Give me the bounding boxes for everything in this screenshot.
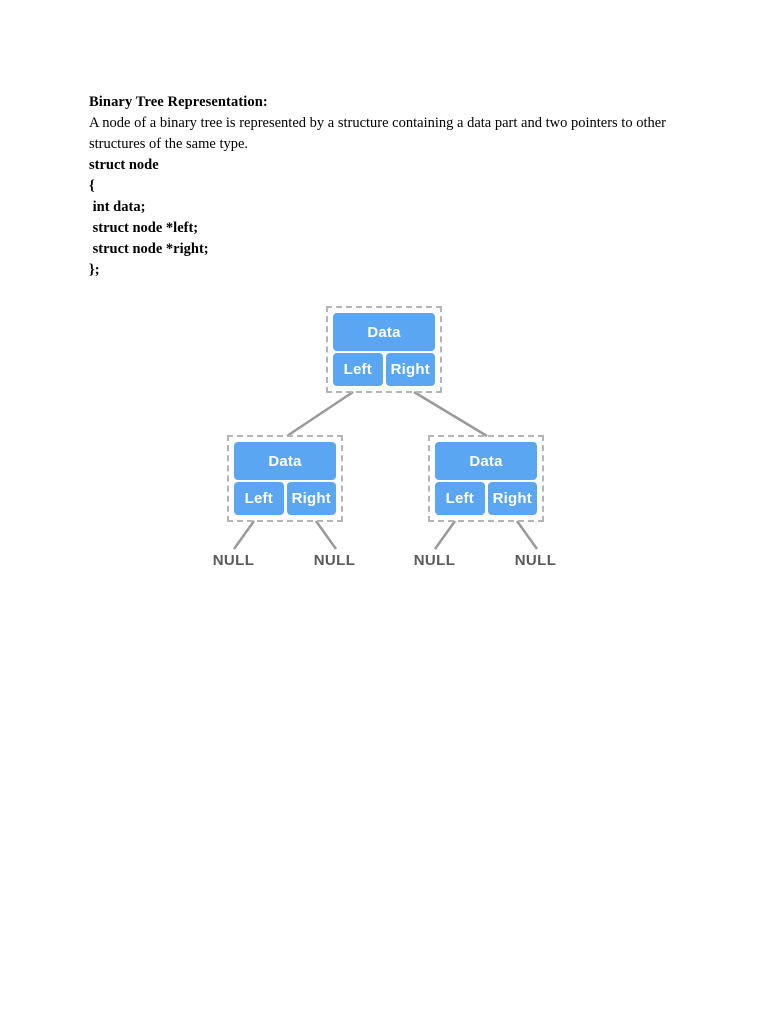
connector-right-child-to-null-3 [433, 520, 457, 550]
tree-node-right-child: Data Left Right [428, 435, 544, 522]
code-line-1: { [89, 178, 95, 194]
document-text-block: Binary Tree Representation: A node of a … [89, 92, 669, 281]
right-child-right-pointer-cell: Right [487, 482, 537, 515]
root-right-pointer-cell: Right [385, 353, 435, 386]
code-line-2: int data; [89, 199, 146, 215]
null-label-4: NULL [514, 552, 557, 569]
code-line-0: struct node [89, 157, 159, 173]
left-child-right-pointer-cell: Right [286, 482, 336, 515]
code-line-4: struct node *right; [89, 241, 209, 257]
description-paragraph: A node of a binary tree is represented b… [89, 115, 666, 152]
connector-right-child-to-null-4 [515, 520, 539, 550]
left-child-left-pointer-cell: Left [234, 482, 284, 515]
right-child-left-pointer-cell: Left [435, 482, 485, 515]
page-title: Binary Tree Representation: [89, 94, 268, 110]
code-line-3: struct node *left; [89, 220, 199, 236]
connector-left-child-to-null-2 [314, 520, 338, 550]
right-child-data-cell: Data [435, 442, 537, 480]
connector-root-to-right-child [413, 390, 488, 438]
connector-root-to-left-child [286, 390, 354, 438]
tree-node-root: Data Left Right [326, 306, 442, 393]
root-data-cell: Data [333, 313, 435, 351]
code-line-5: }; [89, 262, 100, 278]
left-child-data-cell: Data [234, 442, 336, 480]
null-label-1: NULL [212, 552, 255, 569]
root-left-pointer-cell: Left [333, 353, 383, 386]
connector-left-child-to-null-1 [232, 520, 256, 550]
null-label-3: NULL [413, 552, 456, 569]
null-label-2: NULL [313, 552, 356, 569]
tree-node-left-child: Data Left Right [227, 435, 343, 522]
